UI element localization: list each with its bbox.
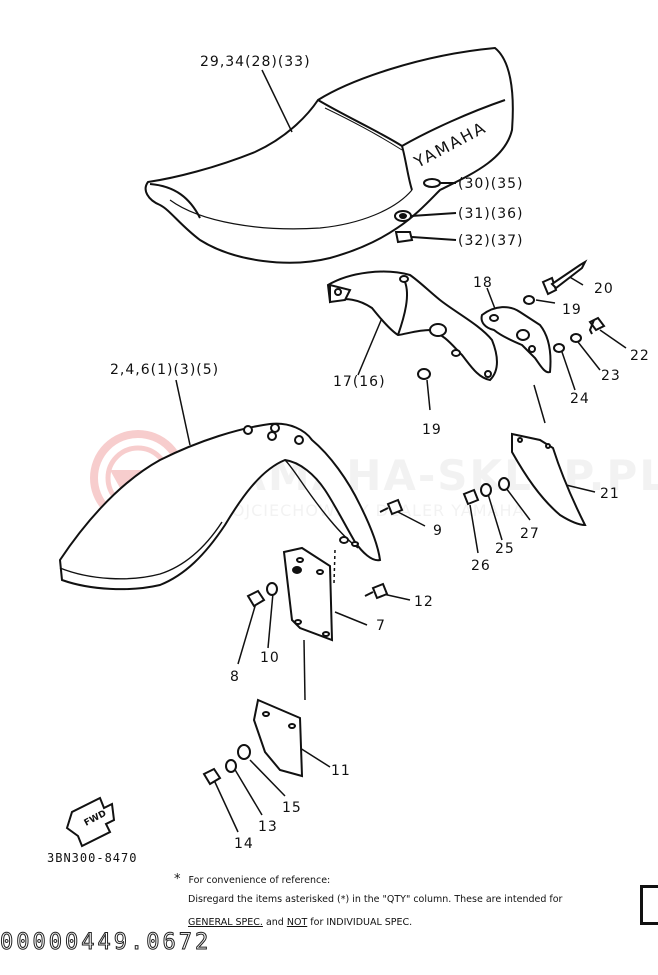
note-line1-text: For convenience of reference:: [188, 875, 331, 886]
mud-flap: [511, 432, 587, 527]
note-line3: GENERAL SPEC. and NOT for INDIVIDUAL SPE…: [188, 917, 412, 928]
label-27: 27: [520, 526, 540, 542]
seat: YAMAHA: [144, 46, 514, 264]
footer-code: 00000449.0672: [0, 930, 212, 956]
label-25: 25: [495, 541, 515, 557]
note-not: NOT: [286, 917, 308, 928]
rear-bracket: [326, 270, 498, 382]
part-code: 3BN300-8470: [47, 851, 138, 865]
label-22: 22: [630, 348, 650, 364]
label-9: 9: [433, 523, 443, 539]
label-10: 10: [260, 650, 280, 666]
label-31-36: (31)(36): [458, 206, 523, 222]
label-7: 7: [376, 618, 386, 634]
watermark-line2: WOJCIECHOWSCY DEALER YAMAHA: [215, 501, 524, 520]
label-8: 8: [230, 669, 240, 685]
upper-hardware: [417, 259, 606, 380]
forward-arrow-icon: FWD: [65, 796, 116, 848]
label-15: 15: [282, 800, 302, 816]
note-line2: Disregard the items asterisked (*) in th…: [188, 894, 563, 905]
label-14: 14: [234, 836, 254, 852]
label-23: 23: [601, 368, 621, 384]
note-line1: * For convenience of reference:: [174, 872, 330, 887]
label-fender: 2,4,6(1)(3)(5): [110, 362, 219, 378]
fender-bolts: [364, 498, 404, 600]
page-bracket: [640, 885, 658, 925]
label-11: 11: [331, 763, 351, 779]
front-fender: [58, 422, 382, 591]
note-and: and: [265, 917, 284, 928]
label-17-16: 17(16): [333, 374, 386, 390]
plate-hardware: [202, 744, 251, 786]
label-32-37: (32)(37): [458, 233, 523, 249]
mud-flap-bracket: [480, 306, 552, 374]
note-star: *: [174, 872, 181, 887]
flap-hardware: [462, 477, 510, 506]
number-plate: [252, 698, 304, 778]
label-19-upper: 19: [562, 302, 582, 318]
stay-hardware: [246, 582, 278, 608]
label-13: 13: [258, 819, 278, 835]
label-21: 21: [600, 486, 620, 502]
label-30-35: (30)(35): [458, 176, 523, 192]
seat-hardware: [394, 178, 457, 244]
note-general-spec: GENERAL SPEC.: [188, 917, 263, 928]
label-19-lower: 19: [422, 422, 442, 438]
label-26: 26: [471, 558, 491, 574]
label-24: 24: [570, 391, 590, 407]
fender-stay-plate: [282, 546, 334, 642]
label-12: 12: [414, 594, 434, 610]
label-18: 18: [473, 275, 493, 291]
note-individual-spec: for INDIVIDUAL SPEC.: [310, 917, 413, 928]
label-20: 20: [594, 281, 614, 297]
label-seat: 29,34(28)(33): [200, 54, 311, 70]
